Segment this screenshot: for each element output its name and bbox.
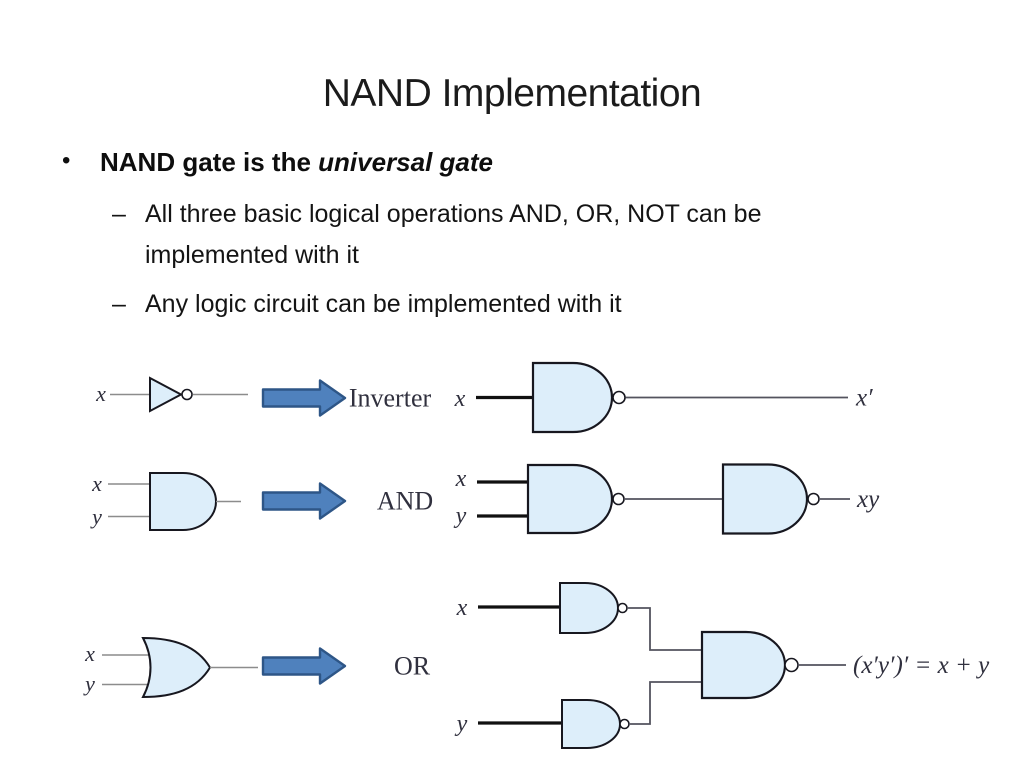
output-label: (x′y′)′ = x + y: [853, 652, 990, 679]
output-label: xy: [856, 486, 880, 513]
sub-bullet-operations: – All three basic logical operations AND…: [112, 194, 875, 276]
nand-gate: [700, 630, 787, 700]
negation-bubble: [807, 492, 820, 506]
wire: [629, 681, 702, 725]
nand-gate: [561, 699, 621, 749]
nand-gate: [721, 463, 809, 535]
right-arrow-icon: [261, 647, 347, 685]
row-inverter: x Inverter x x′: [95, 361, 873, 434]
right-arrow-icon: [261, 379, 347, 417]
bullet-universal-gate: • NAND gate is the universal gate: [62, 147, 493, 178]
dash-marker: –: [112, 290, 126, 318]
output-label: x′: [855, 385, 873, 412]
page-title: NAND Implementation: [322, 72, 702, 115]
input-label-y: y: [454, 503, 467, 529]
input-label-x: x: [84, 641, 95, 666]
gate-type-label: Inverter: [349, 384, 432, 413]
input-label-x: x: [456, 595, 468, 621]
input-label-x: x: [454, 386, 466, 412]
sub-bullet-any-circuit: – Any logic circuit can be implemented w…: [112, 284, 622, 325]
negation-bubble: [617, 602, 628, 614]
and-gate: [149, 472, 217, 531]
sub-bullet-text: All three basic logical operations AND, …: [145, 200, 762, 269]
right-arrow-icon: [261, 482, 347, 520]
bullet-text: NAND gate is the universal gate: [100, 147, 494, 177]
input-label-y: y: [83, 671, 95, 696]
dash-marker: –: [112, 200, 126, 228]
negation-bubble: [612, 390, 626, 405]
negation-bubble: [181, 388, 193, 401]
nand-gate: [526, 463, 614, 535]
nand-gate: [531, 361, 614, 434]
input-label-x: x: [91, 471, 102, 496]
bullet-marker: •: [62, 147, 71, 174]
row-or: x y OR x y (x′y′)′ = x + y: [83, 582, 990, 749]
nand-gate: [559, 582, 619, 634]
not-gate-triangle: [149, 376, 184, 413]
negation-bubble: [619, 718, 630, 730]
negation-bubble: [784, 657, 799, 673]
sub-bullet-text: Any logic circuit can be implemented wit…: [145, 290, 622, 318]
wire: [627, 607, 702, 651]
input-label-y: y: [455, 711, 468, 737]
logic-gates-diagram: x Inverter x x′ x y AND x y: [83, 361, 990, 749]
input-label-x: x: [95, 381, 106, 406]
negation-bubble: [612, 492, 625, 506]
gate-type-label: OR: [394, 652, 431, 681]
or-gate: [141, 636, 212, 699]
gate-type-label: AND: [377, 487, 433, 516]
row-and: x y AND x y xy: [90, 463, 880, 535]
input-label-y: y: [90, 504, 102, 529]
input-label-x: x: [455, 466, 467, 492]
